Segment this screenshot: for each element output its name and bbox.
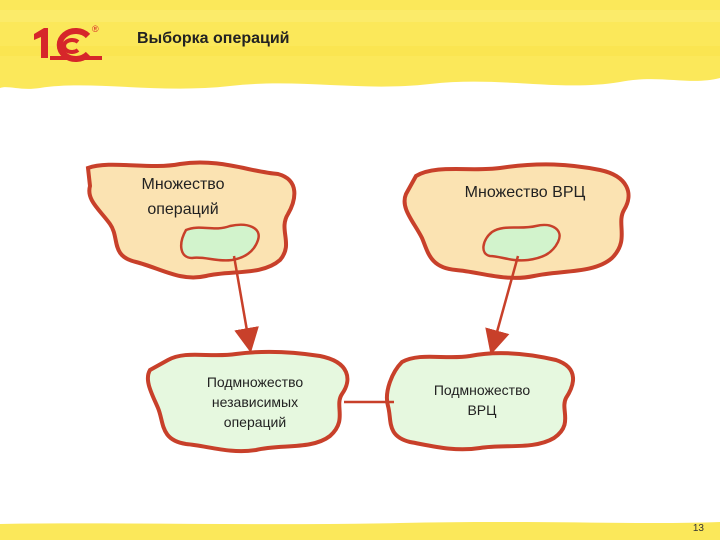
label-independent-subset: Подмножество независимых операций [206,374,304,430]
arrow-ops-to-independent [232,255,259,353]
label-ops-set: Множество операций [141,176,225,218]
label-vrc-subset: Подмножество ВРЦ [433,382,531,418]
arrow-vrc-to-subset [485,255,520,355]
page-number: 13 [692,523,704,534]
cloud-vrc-set [402,162,631,280]
header-band [0,0,720,89]
slide-title: Выборка операций [137,30,290,47]
label-vrc-set: Множество ВРЦ [464,184,586,201]
1c-logo-icon: ® [34,24,102,62]
blob-vrc-subset [482,223,561,262]
blob-ops-subset [179,223,260,262]
svg-text:®: ® [92,24,99,34]
footer-band [0,522,720,540]
